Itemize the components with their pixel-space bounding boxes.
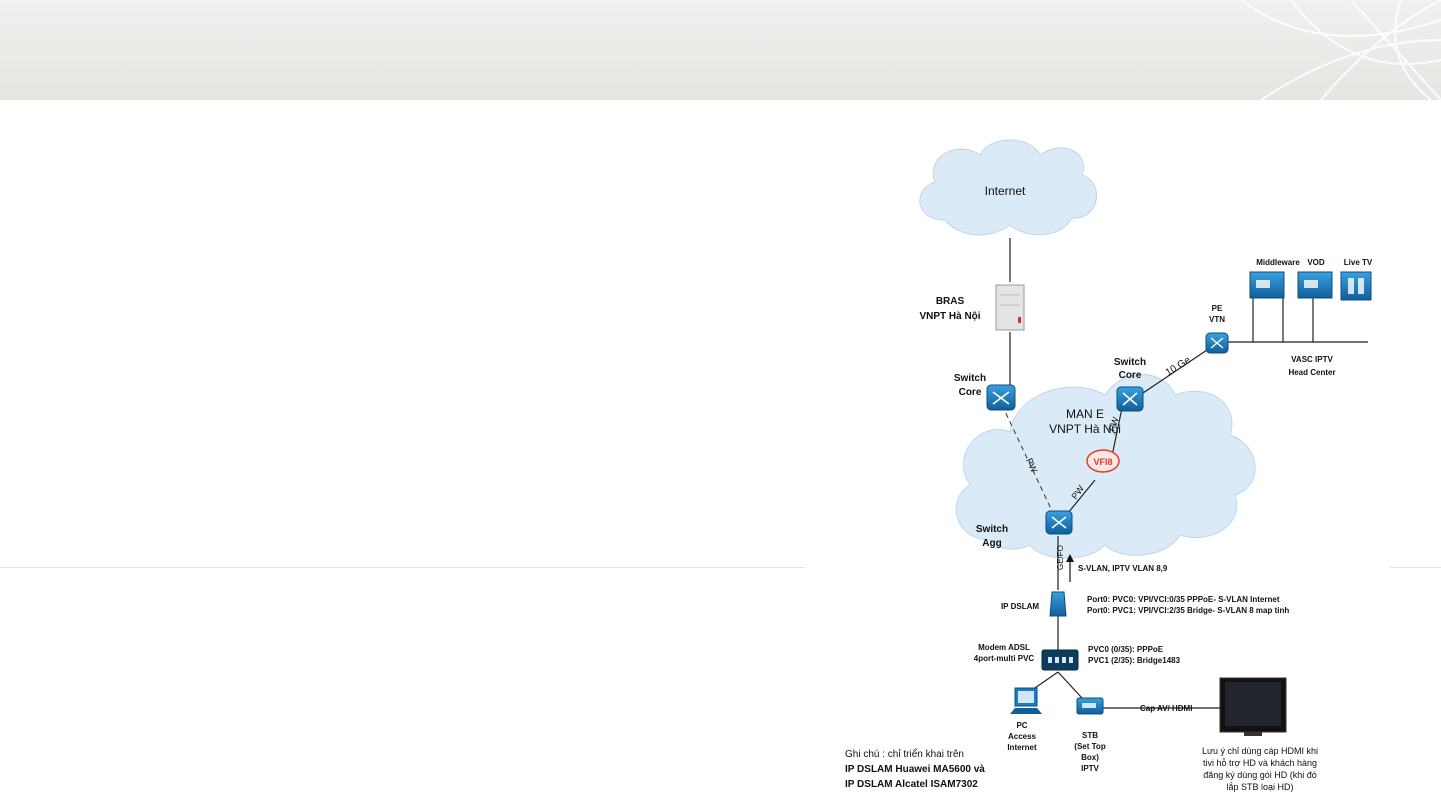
svlan-arrowhead [1066,554,1074,562]
switch-core-left-label-1: Switch [954,373,986,384]
middleware-server-icon [1249,271,1285,299]
switch-core-right-icon [1116,386,1144,412]
port-config-line2: Port0: PVC1: VPI/VCI:2/35 Bridge- S-VLAN… [1087,606,1289,615]
head-center-label-2: Head Center [1288,368,1335,377]
cable-label: Cap AV/ HDMI [1140,704,1192,713]
port-config-line1: Port0: PVC0: VPI/VCI:0/35 PPPoE- S-VLAN … [1087,595,1280,604]
vod-server-icon [1297,271,1333,299]
head-center-label-1: VASC IPTV [1291,355,1333,364]
switch-core-right-label-2: Core [1119,370,1142,381]
note-right-line2: tivi hỗ trợ HD và khách hàng [1203,758,1317,768]
middleware-label: Middleware [1256,258,1300,267]
ip-dslam-icon [1049,591,1067,617]
divider-left [0,567,805,568]
internet-label: Internet [985,184,1026,198]
pc-label-1: PC [1016,721,1027,730]
man-e-label-line2: VNPT Hà Nội [1049,422,1121,436]
note-right-line1: Lưu ý chỉ dùng cáp HDMI khi [1202,746,1318,756]
pvc-config-line2: PVC1 (2/35): Bridge1483 [1088,656,1181,665]
stb-label-4: IPTV [1081,764,1099,773]
modem-label-2: 4port-multi PVC [974,654,1035,663]
man-e-label-line1: MAN E [1066,407,1104,421]
modem-icon [1041,649,1079,671]
link-10ge-label: 10 Ge [1164,355,1193,379]
live-tv-label: Live TV [1344,258,1373,267]
note-right-line3: đăng ký dùng gói HD (khi đó [1203,770,1317,780]
switch-core-left-icon [986,384,1016,411]
note-right-line4: lắp STB loại HD) [1226,782,1293,792]
header-decoration [1240,0,1441,100]
pc-label-2: Access [1008,732,1037,741]
bras-label: BRAS [936,296,965,307]
vfi-node: VFI8 [1086,449,1120,473]
note-left-line3: IP DSLAM Alcatel ISAM7302 [845,779,978,790]
vfi-label: VFI8 [1093,457,1112,467]
live-tv-server-icon [1340,271,1372,301]
internet-cloud: Internet [919,139,1097,236]
stb-label-2: (Set Top [1074,742,1106,751]
pw-upper-label: PW [1106,415,1121,433]
tv-icon [1219,677,1287,736]
switch-agg-icon [1045,510,1073,535]
stb-label-1: STB [1082,731,1098,740]
switch-core-left-label-2: Core [959,387,982,398]
bras-location-label: VNPT Hà Nội [919,311,980,322]
pc-label-3: Internet [1007,743,1037,752]
pc-icon [1010,687,1042,714]
pe-vtn-icon [1205,332,1229,354]
modem-label-1: Modem ADSL [978,643,1030,652]
switch-agg-label-2: Agg [982,538,1001,549]
note-left-line1: Ghi chú : chỉ triển khai trên [845,748,964,760]
switch-core-right-label-1: Switch [1114,357,1146,368]
divider-right [1390,567,1441,568]
connection-lines [1009,238,1368,709]
stb-icon [1076,697,1104,715]
pvc-config-line1: PVC0 (0/35): PPPoE [1088,645,1164,654]
svlan-label: S-VLAN, IPTV VLAN 8,9 [1078,564,1168,573]
stb-label-3: Box) [1081,753,1099,762]
ip-dslam-label: IP DSLAM [1001,602,1039,611]
note-left-line2: IP DSLAM Huawei MA5600 và [845,764,985,775]
slide-header-band [0,0,1441,100]
bras-server-icon [995,284,1025,331]
vtn-label: VTN [1209,315,1225,324]
vod-label: VOD [1307,258,1325,267]
network-diagram: Internet MAN E VNPT Hà Nội Switch Core [845,139,1373,792]
pe-label: PE [1212,304,1223,313]
ge-fo-label: GE/FO [1056,545,1065,570]
pw-dashed-link [1001,404,1054,514]
switch-agg-label-1: Switch [976,524,1008,535]
